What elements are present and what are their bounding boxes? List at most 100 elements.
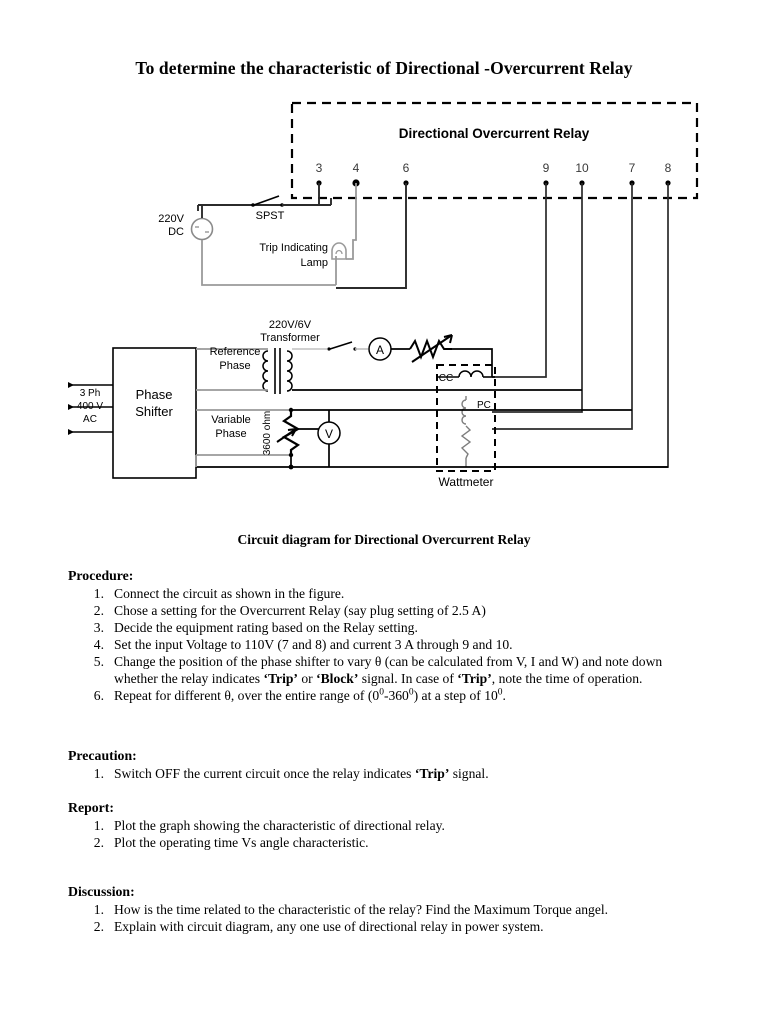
terminal-label-7: 7 (629, 161, 636, 175)
precaution-step-1: Switch OFF the current circuit once the … (84, 766, 702, 783)
relay-box-title: Directional Overcurrent Relay (399, 126, 590, 141)
precaution-heading: Precaution: (68, 748, 137, 763)
procedure-step-5-part-c: signal. In case of (358, 670, 458, 686)
wire-terminal6-down (336, 183, 407, 289)
reference-phase-label-line1: Reference (210, 346, 261, 358)
dc-source-voltage-label: 220V (158, 213, 184, 225)
procedure-step-2: Chose a setting for the Overcurrent Rela… (84, 603, 702, 620)
potentiometer-label: 3600 ohm (262, 411, 273, 455)
precaution-section: Precaution: Switch OFF the current circu… (68, 748, 702, 783)
voltmeter-label: V (325, 427, 333, 441)
discussion-list: How is the time related to the character… (68, 902, 702, 936)
bottom-rail-node (288, 464, 294, 470)
phase-shifter-label-line2: Shifter (135, 404, 173, 419)
wire-terminal9-to-cc (492, 183, 547, 378)
procedure-step-6-sup-3: 0 (497, 687, 503, 698)
dc-source-type-label: DC (168, 226, 184, 238)
procedure-step-1: Connect the circuit as shown in the figu… (84, 586, 702, 603)
current-switch-left-contact (327, 347, 331, 351)
variable-phase-label-line2: Phase (215, 428, 246, 440)
dc-source-polarity (195, 226, 209, 233)
procedure-section: Procedure: Connect the circuit as shown … (68, 568, 702, 705)
procedure-step-5-block: ‘Block’ (316, 670, 359, 686)
procedure-step-6-sup-1: 0 (379, 687, 384, 698)
wattmeter-box (436, 364, 496, 472)
phase-shifter-box (112, 347, 197, 479)
potential-coil-symbol (460, 399, 472, 459)
procedure-step-6-sup-2: 0 (408, 687, 414, 698)
procedure-step-5-part-d: , note the time of operation. (491, 670, 643, 686)
reference-phase-label-line2: Phase (219, 360, 250, 372)
report-heading: Report: (68, 800, 114, 815)
current-circuit-switch-blade[interactable] (329, 341, 353, 350)
report-step-2: Plot the operating time Vs angle charact… (84, 835, 702, 852)
precaution-step-1-part-b: signal. (449, 765, 489, 781)
wire-terminal10-to-current-return (492, 183, 583, 413)
terminal-label-3: 3 (316, 161, 323, 175)
wire-rheostat-to-cc (452, 348, 493, 377)
current-coil-symbol (458, 370, 484, 378)
supply-label-line3: AC (83, 414, 97, 425)
procedure-heading: Procedure: (68, 568, 134, 583)
variable-phase-label-line1: Variable (211, 414, 251, 426)
wire-terminal8-to-bottom-rail (492, 183, 669, 468)
supply-label-line1: 3 Ph (80, 388, 101, 399)
procedure-step-6-part-c: ) at a step of 10 (413, 687, 498, 703)
trip-lamp-label-line1: Trip Indicating (259, 242, 328, 254)
report-step-1: Plot the graph showing the characteristi… (84, 818, 702, 835)
procedure-step-4: Set the input Voltage to 110V (7 and 8) … (84, 637, 702, 654)
report-step-2-text: Plot the operating time Vs angle charact… (114, 834, 369, 850)
phase-shifter-label-line1: Phase (136, 387, 173, 402)
procedure-step-6-part-b: -360 (383, 687, 409, 703)
discussion-section: Discussion: How is the time related to t… (68, 884, 702, 936)
precaution-step-1-trip: ‘Trip’ (414, 765, 450, 781)
relay-box (290, 101, 699, 200)
terminal-label-8: 8 (665, 161, 672, 175)
supply-arrow-3 (68, 429, 74, 435)
discussion-step-1: How is the time related to the character… (84, 902, 702, 919)
procedure-step-2-text: Chose a setting for the Overcurrent Rela… (114, 602, 486, 618)
ammeter-label: A (376, 343, 384, 357)
dc-source-symbol (190, 217, 214, 241)
transformer-primary-coil (262, 350, 269, 392)
procedure-step-1-text: Connect the circuit as shown in the figu… (114, 585, 345, 601)
figure-caption: Circuit diagram for Directional Overcurr… (237, 532, 531, 547)
procedure-step-5-trip-2: ‘Trip’ (457, 670, 492, 686)
transformer-secondary-coil (286, 350, 293, 392)
discussion-heading: Discussion: (68, 884, 135, 899)
discussion-step-1-text: How is the time related to the character… (114, 901, 609, 917)
terminal-label-10: 10 (575, 161, 589, 175)
trip-indicating-lamp-symbol (331, 242, 347, 260)
procedure-step-5-part-b: or (297, 670, 317, 686)
procedure-list: Connect the circuit as shown in the figu… (68, 586, 702, 705)
precaution-step-1-part-a: Switch OFF the current circuit once the … (114, 765, 415, 781)
rheostat-symbol (409, 334, 453, 363)
current-coil-label: CC (439, 373, 453, 384)
supply-label-line2: 400 V (77, 401, 103, 412)
potentiometer-symbol[interactable] (276, 410, 301, 455)
procedure-step-4-text: Set the input Voltage to 110V (7 and 8) … (114, 636, 513, 652)
report-step-1-text: Plot the graph showing the characteristi… (114, 817, 445, 833)
procedure-step-6: Repeat for different θ, over the entire … (84, 687, 702, 705)
wire-terminal3-to-switch (198, 183, 320, 206)
switch-left-contact (251, 203, 255, 207)
supply-arrow-1 (68, 382, 74, 388)
report-section: Report: Plot the graph showing the chara… (68, 800, 702, 852)
procedure-step-5-trip-1: ‘Trip’ (263, 670, 298, 686)
procedure-step-3: Decide the equipment rating based on the… (84, 620, 702, 637)
spst-switch-blade[interactable] (253, 195, 280, 206)
wattmeter-label: Wattmeter (439, 475, 494, 489)
discussion-step-2-text: Explain with circuit diagram, any one us… (114, 918, 544, 934)
wire-source-bottom-return (201, 240, 336, 286)
terminal-label-4: 4 (353, 161, 360, 175)
procedure-step-5-part-a: Change the position of the phase shifter… (114, 653, 663, 686)
trip-lamp-label-line2: Lamp (300, 257, 328, 269)
potential-coil-label: PC (477, 400, 491, 411)
terminal-label-9: 9 (543, 161, 550, 175)
circuit-diagram-svg: Directional Overcurrent Relay 3 4 6 9 10… (68, 101, 699, 489)
wire-terminal7-to-voltage (492, 183, 633, 430)
transformer-label: Transformer (260, 332, 320, 344)
circuit-diagram-figure: Directional Overcurrent Relay 3 4 6 9 10… (0, 96, 768, 516)
spst-label: SPST (256, 210, 285, 222)
